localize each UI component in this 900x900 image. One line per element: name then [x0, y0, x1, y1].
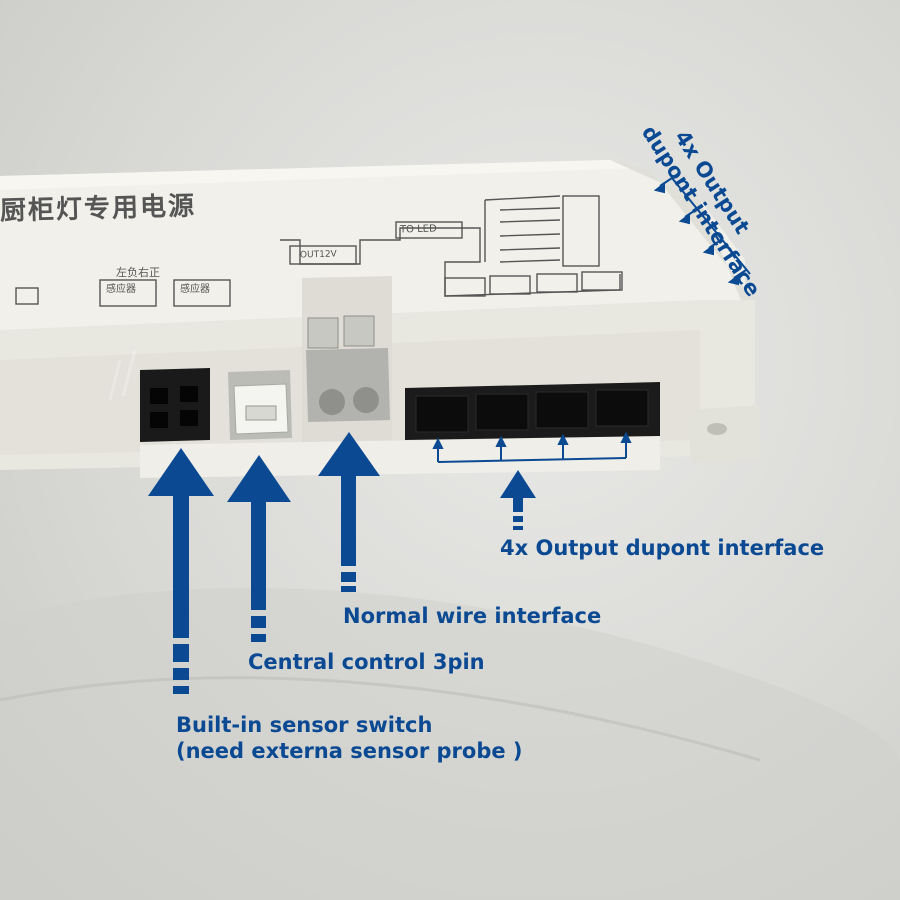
arrow-side-outputs	[653, 177, 751, 286]
callout-builtin-sensor: Built-in sensor switch (need externa sen…	[176, 712, 523, 764]
sensor-connector	[140, 368, 210, 442]
callout-central-control: Central control 3pin	[248, 650, 485, 674]
background-swirl	[0, 587, 900, 900]
arrow-dupont	[500, 470, 536, 530]
device-title: 厨柜灯专用电源	[0, 191, 197, 227]
central-control-connector	[228, 370, 292, 440]
callout-output-dupont: 4x Output dupont interface	[500, 536, 825, 560]
arrow-central-control	[227, 455, 291, 642]
watermark	[108, 349, 137, 401]
sensor-note: 左负右正	[116, 266, 160, 279]
wire-terminal	[302, 276, 392, 442]
dupont-connectors	[405, 382, 660, 440]
callout-builtin-line2: (need externa sensor probe )	[176, 739, 523, 763]
callout-normal-wire: Normal wire interface	[343, 604, 602, 628]
printed-markings	[15, 195, 623, 307]
mounting-hole	[707, 423, 727, 435]
sensor-label-right: 感应器	[180, 284, 210, 295]
dupont-bracket	[432, 431, 632, 463]
arrow-builtin-sensor	[148, 448, 214, 694]
sensor-label-left: 感应器	[106, 284, 136, 295]
callout-builtin-line1: Built-in sensor switch	[176, 713, 433, 737]
arrow-normal-wire	[318, 432, 380, 592]
to-led-label: TO LED	[399, 223, 437, 236]
out12v-label: OUT12V	[299, 249, 337, 261]
